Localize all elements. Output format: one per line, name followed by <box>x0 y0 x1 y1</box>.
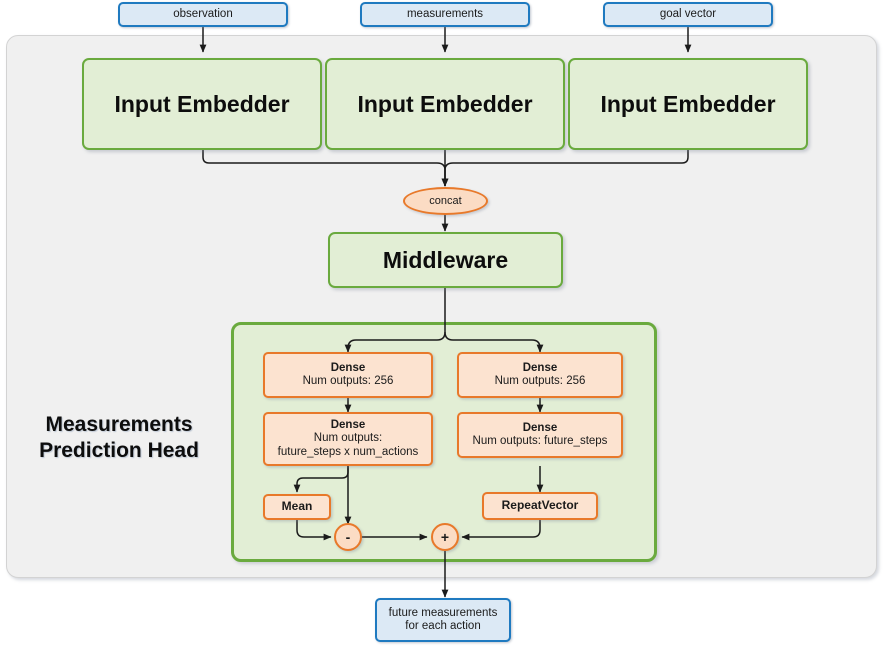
concat-label: concat <box>429 194 462 207</box>
left-dense-1-title: Dense <box>330 361 366 374</box>
repeat-vector-layer[interactable]: RepeatVector <box>482 492 598 520</box>
left-dense-1[interactable]: Dense Num outputs: 256 <box>263 352 433 398</box>
subtract-operator-symbol: - <box>345 528 351 545</box>
input-embedder-2-label: Input Embedder <box>357 90 533 117</box>
right-dense-1[interactable]: Dense Num outputs: 256 <box>457 352 623 398</box>
input-box-goal-vector[interactable]: goal vector <box>603 2 773 27</box>
input-embedder-3[interactable]: Input Embedder <box>568 58 808 150</box>
left-dense-2-title: Dense <box>330 419 366 432</box>
add-operator-symbol: + <box>440 528 450 545</box>
section-label-measurements-prediction-head: Measurements Prediction Head <box>14 412 224 465</box>
output-box-line-2: for each action <box>405 620 481 632</box>
right-dense-1-title: Dense <box>522 361 558 374</box>
mean-layer[interactable]: Mean <box>263 494 331 520</box>
middleware-block[interactable]: Middleware <box>328 232 563 288</box>
right-dense-2[interactable]: Dense Num outputs: future_steps <box>457 412 623 458</box>
input-box-measurements-label: measurements <box>406 7 484 20</box>
concat-node[interactable]: concat <box>403 187 488 215</box>
left-dense-2-outputs-value: future_steps x num_actions <box>277 445 419 458</box>
input-embedder-3-label: Input Embedder <box>600 90 776 117</box>
right-dense-1-outputs: Num outputs: 256 <box>494 375 586 387</box>
input-box-observation-label: observation <box>173 7 233 20</box>
input-box-measurements[interactable]: measurements <box>360 2 530 27</box>
output-box-line-1: future measurements <box>388 606 498 619</box>
section-label-line-2: Prediction Head <box>39 439 199 463</box>
right-dense-2-title: Dense <box>522 421 558 434</box>
input-embedder-2[interactable]: Input Embedder <box>325 58 565 150</box>
repeat-vector-label: RepeatVector <box>501 498 579 513</box>
output-box-future-measurements[interactable]: future measurements for each action <box>375 598 511 642</box>
subtract-operator[interactable]: - <box>334 523 362 551</box>
input-embedder-1[interactable]: Input Embedder <box>82 58 322 150</box>
left-dense-1-outputs: Num outputs: 256 <box>302 375 394 387</box>
input-embedder-1-label: Input Embedder <box>114 90 290 117</box>
input-box-goal-vector-label: goal vector <box>659 7 717 20</box>
middleware-label: Middleware <box>382 246 509 273</box>
section-label-line-1: Measurements <box>45 413 193 436</box>
right-dense-2-outputs: Num outputs: future_steps <box>472 435 608 447</box>
left-dense-2-outputs-label: Num outputs: <box>313 432 383 445</box>
add-operator[interactable]: + <box>431 523 459 551</box>
mean-label: Mean <box>281 499 313 514</box>
left-dense-2[interactable]: Dense Num outputs: future_steps x num_ac… <box>263 412 433 466</box>
input-box-observation[interactable]: observation <box>118 2 288 27</box>
